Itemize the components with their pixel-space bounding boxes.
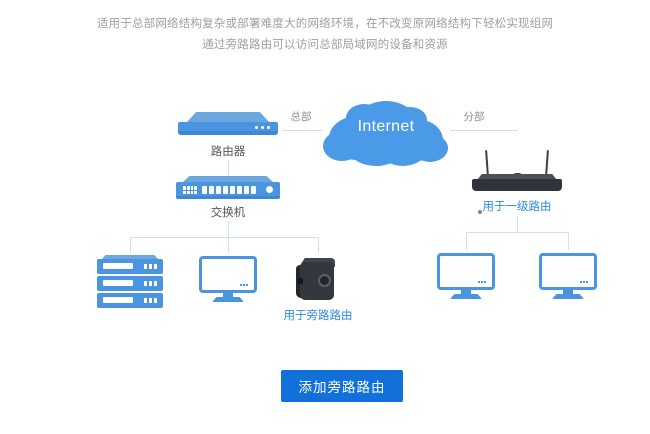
bypass-router-label: 用于旁路路由 bbox=[283, 310, 353, 322]
switch-icon bbox=[176, 176, 280, 204]
router-icon bbox=[178, 112, 278, 142]
link-router-to-switch bbox=[228, 160, 229, 178]
monitor-icon bbox=[539, 253, 597, 301]
router-label: 路由器 bbox=[210, 146, 246, 158]
link-cloud-to-primary-router bbox=[450, 130, 518, 131]
description-line-2: 通过旁路路由可以访问总部局域网的设备和资源 bbox=[202, 39, 448, 51]
internet-cloud-icon bbox=[323, 101, 448, 166]
link-to-branch-pc-2 bbox=[568, 232, 569, 250]
link-router-to-cloud bbox=[282, 130, 322, 131]
link-switch-bus bbox=[130, 237, 318, 238]
link-primary-router-bus bbox=[466, 232, 568, 233]
link-label-headquarters: 总部 bbox=[290, 111, 312, 123]
switch-label: 交换机 bbox=[210, 207, 246, 219]
monitor-icon bbox=[199, 256, 257, 304]
add-bypass-route-button[interactable]: 添加旁路路由 bbox=[281, 370, 403, 402]
internet-cloud-label: Internet bbox=[357, 118, 415, 135]
page-description: 适用于总部网络结构复杂或部署难度大的网络环境，在不改变原网络结构下轻松实现组网 … bbox=[0, 14, 650, 56]
primary-router-label: 用于一级路由 bbox=[482, 201, 552, 213]
link-switch-to-bypass-router bbox=[318, 237, 319, 253]
link-to-branch-pc-1 bbox=[466, 232, 467, 250]
monitor-icon bbox=[437, 253, 495, 301]
link-label-branch: 分部 bbox=[463, 111, 485, 123]
bypass-box-icon bbox=[296, 256, 340, 302]
link-switch-trunk bbox=[228, 221, 229, 237]
link-switch-to-server bbox=[130, 237, 131, 253]
link-primary-router-trunk bbox=[517, 216, 518, 232]
description-line-1: 适用于总部网络结构复杂或部署难度大的网络环境，在不改变原网络结构下轻松实现组网 bbox=[96, 18, 554, 30]
wireless-router-icon bbox=[472, 149, 562, 214]
link-switch-to-pc bbox=[228, 237, 229, 253]
server-stack-icon bbox=[97, 255, 163, 309]
